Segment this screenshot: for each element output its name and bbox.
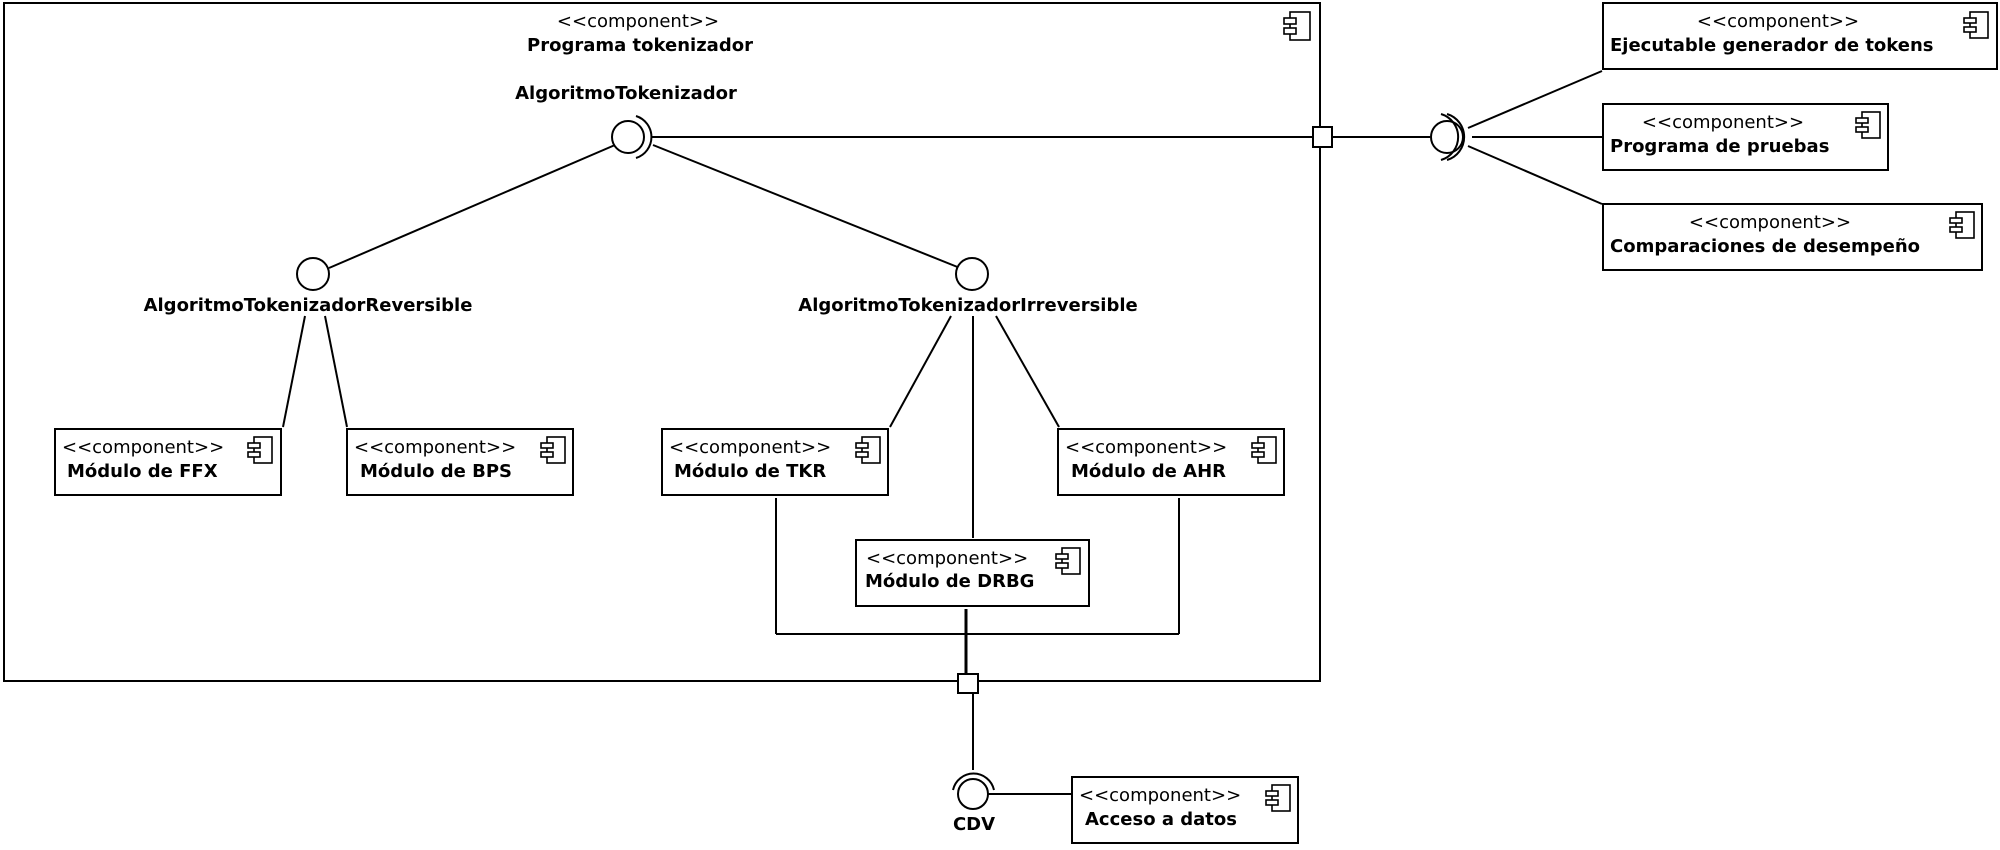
drbg-name: Módulo de DRBG — [865, 571, 1034, 592]
algoritmo-tokenizador-interface[interactable]: AlgoritmoTokenizador — [515, 83, 737, 159]
ahr-stereotype: <<component>> — [1065, 437, 1227, 458]
generador-stereotype: <<component>> — [1697, 11, 1859, 32]
modulo-ffx-component[interactable]: <<component>> Módulo de FFX — [54, 428, 282, 496]
ejecutable-generador-component[interactable]: <<component>> Ejecutable generador de to… — [1602, 2, 1998, 70]
ffx-stereotype: <<component>> — [62, 437, 224, 458]
irreversible-interface-label: AlgoritmoTokenizadorIrreversible — [798, 295, 1137, 316]
connectors — [282, 70, 1603, 795]
component-icon — [540, 436, 566, 464]
component-icon — [1265, 784, 1291, 812]
component-icon — [1251, 436, 1277, 464]
main-stereotype: <<component>> — [557, 11, 719, 32]
comparaciones-desempeno-component[interactable]: <<component>> Comparaciones de desempeño — [1602, 203, 1983, 271]
acceso-stereotype: <<component>> — [1079, 785, 1241, 806]
component-icon — [1949, 211, 1975, 239]
programa-pruebas-component[interactable]: <<component>> Programa de pruebas — [1602, 103, 1889, 171]
algoritmo-tokenizador-irreversible-interface[interactable]: AlgoritmoTokenizadorIrreversible — [798, 257, 1138, 316]
programa-tokenizador-component[interactable]: <<component>> Programa tokenizador — [3, 2, 1321, 682]
pruebas-stereotype: <<component>> — [1642, 112, 1804, 133]
external-socket-interface[interactable] — [1430, 113, 1466, 161]
desempeno-name: Comparaciones de desempeño — [1610, 236, 1920, 257]
algoritmo-tokenizador-reversible-interface[interactable]: AlgoritmoTokenizadorReversible — [144, 257, 473, 316]
acceso-datos-component[interactable]: <<component>> Acceso a datos — [1071, 776, 1299, 844]
component-icon — [1055, 547, 1081, 575]
component-icon — [1855, 111, 1881, 139]
cdv-port[interactable] — [957, 673, 979, 694]
bps-name: Módulo de BPS — [360, 461, 512, 482]
modulo-drbg-component[interactable]: <<component>> Módulo de DRBG — [855, 539, 1090, 607]
component-icon — [247, 436, 273, 464]
generador-name: Ejecutable generador de tokens — [1610, 35, 1934, 56]
ffx-name: Módulo de FFX — [67, 461, 218, 482]
algoritmo-tokenizador-label: AlgoritmoTokenizador — [515, 83, 737, 104]
pruebas-name: Programa de pruebas — [1610, 136, 1829, 157]
cdv-interface[interactable]: CDV — [952, 772, 995, 835]
tokenizer-port[interactable] — [1312, 126, 1333, 148]
tkr-stereotype: <<component>> — [669, 437, 831, 458]
component-icon — [1283, 11, 1311, 41]
desempeno-stereotype: <<component>> — [1689, 212, 1851, 233]
cdv-label: CDV — [953, 814, 995, 835]
bps-stereotype: <<component>> — [354, 437, 516, 458]
component-icon — [855, 436, 881, 464]
modulo-bps-component[interactable]: <<component>> Módulo de BPS — [346, 428, 574, 496]
acceso-name: Acceso a datos — [1085, 809, 1237, 830]
component-icon — [1963, 11, 1989, 39]
modulo-tkr-component[interactable]: <<component>> Módulo de TKR — [661, 428, 889, 496]
main-component-title: Programa tokenizador — [527, 35, 753, 56]
ahr-name: Módulo de AHR — [1071, 461, 1226, 482]
tkr-name: Módulo de TKR — [674, 461, 826, 482]
drbg-stereotype: <<component>> — [866, 548, 1028, 569]
modulo-ahr-component[interactable]: <<component>> Módulo de AHR — [1057, 428, 1285, 496]
reversible-interface-label: AlgoritmoTokenizadorReversible — [144, 295, 473, 316]
